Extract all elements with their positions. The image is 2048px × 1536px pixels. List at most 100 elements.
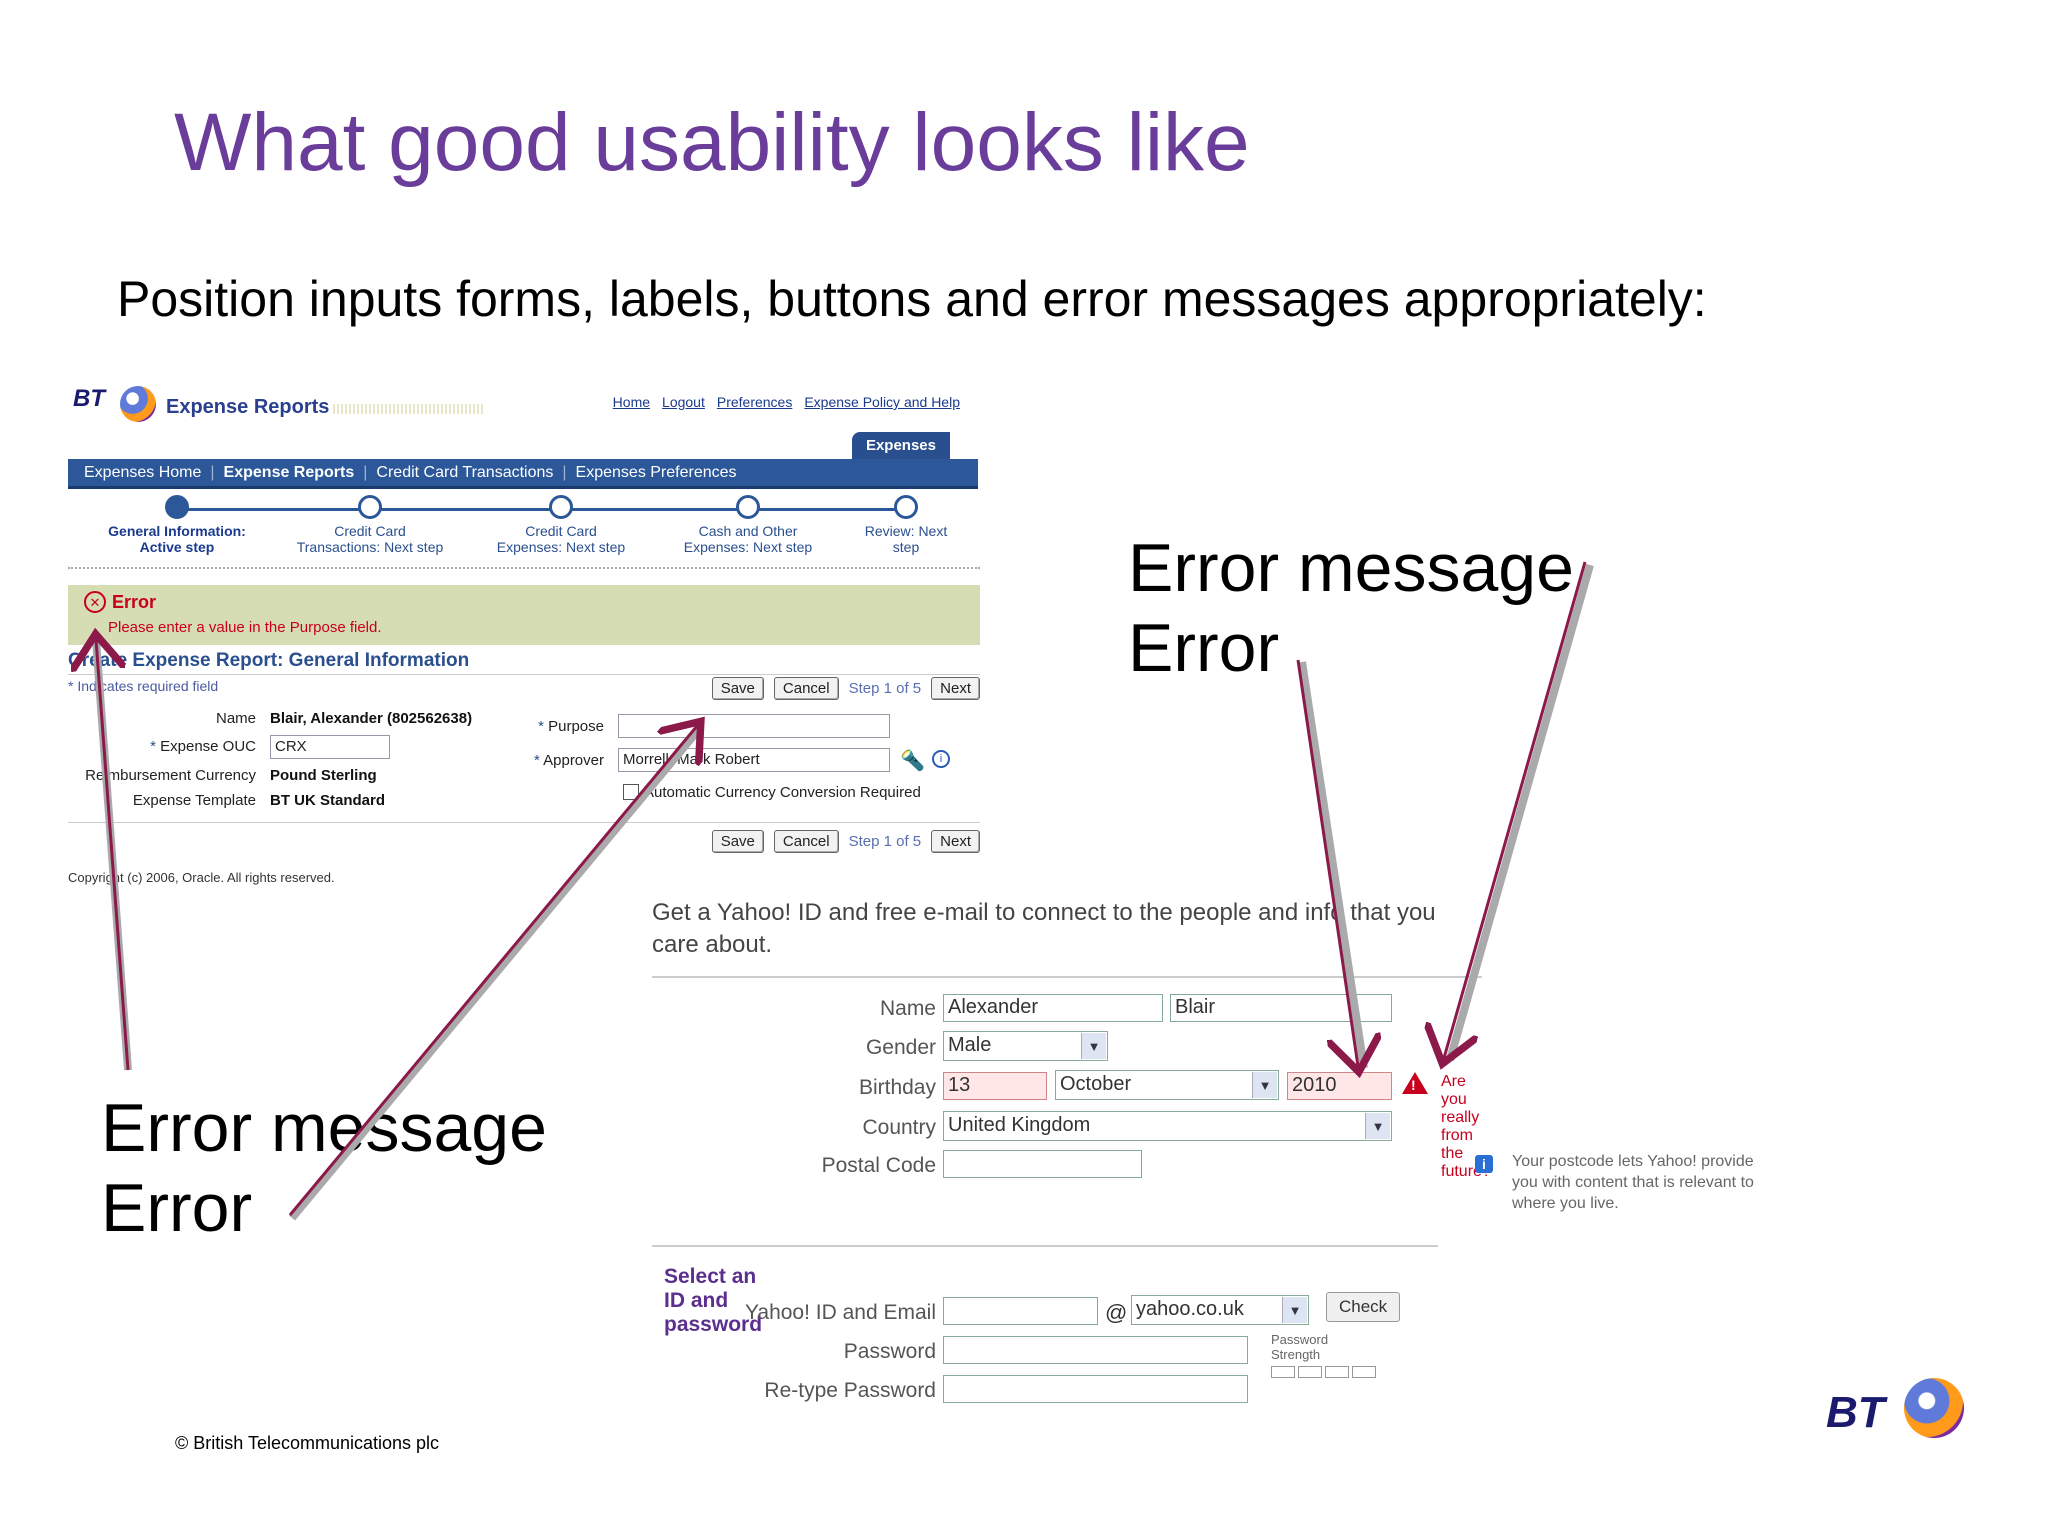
country-value: United Kingdom (948, 1114, 1091, 1136)
nav-expenses-home[interactable]: Expenses Home (84, 463, 202, 481)
train-step-2[interactable]: Credit Card Transactions: Next step (290, 495, 450, 555)
flashlight-search-icon[interactable]: 🔦 (900, 750, 925, 772)
postcode-hint: Your postcode lets Yahoo! provide you wi… (1512, 1153, 1754, 1212)
error-x-icon: ✕ (84, 591, 106, 613)
nav-separator: | (363, 463, 368, 481)
footer-copyright: © British Telecommunications plc (175, 1433, 440, 1453)
nav-separator: | (562, 463, 567, 481)
ouc-label-text: Expense OUC (160, 738, 256, 755)
next-button-bottom[interactable]: Next (931, 830, 980, 853)
save-button-bottom[interactable]: Save (711, 830, 764, 853)
retype-password-label: Re-type Password (764, 1379, 936, 1402)
chevron-down-icon: ▼ (1081, 1033, 1106, 1059)
check-button[interactable]: Check (1326, 1292, 1401, 1322)
ouc-label: * Expense OUC (68, 738, 256, 755)
chevron-down-icon: ▼ (1282, 1297, 1307, 1323)
next-button[interactable]: Next (931, 677, 980, 700)
chevron-down-icon: ▼ (1365, 1113, 1390, 1139)
template-label: Expense Template (132, 792, 256, 809)
global-links: Home Logout Preferences Expense Policy a… (613, 394, 960, 410)
postal-code-label: Postal Code (821, 1154, 936, 1177)
yahoo-id-label: Yahoo! ID and Email (744, 1301, 936, 1324)
required-asterisk: * (150, 738, 161, 755)
first-name-input[interactable]: Alexander (943, 994, 1163, 1022)
nav-expenses-preferences[interactable]: Expenses Preferences (575, 463, 737, 481)
slide-subtitle: Position inputs forms, labels, buttons a… (117, 271, 1707, 327)
month-value: October (1060, 1073, 1132, 1095)
domain-select[interactable]: yahoo.co.uk ▼ (1131, 1295, 1309, 1325)
password-label: Password (843, 1340, 936, 1363)
password-strength-bars (1271, 1366, 1376, 1378)
currency-label: Reimbursement Currency (85, 767, 256, 784)
yahoo-id-input[interactable] (943, 1297, 1098, 1325)
required-asterisk: * (538, 718, 549, 735)
birthday-error-message: Are you really from the future? (1441, 1073, 1491, 1180)
step-indicator-bottom: Step 1 of 5 (848, 833, 922, 850)
step-status: Active step (139, 539, 215, 555)
error-box: ✕ Error Please enter a value in the Purp… (68, 585, 980, 645)
nav-credit-card-transactions[interactable]: Credit Card Transactions (376, 463, 554, 481)
train-line (178, 508, 900, 511)
nav-expense-reports[interactable]: Expense Reports (223, 463, 355, 481)
error-message[interactable]: Please enter a value in the Purpose fiel… (108, 619, 382, 636)
bottom-button-row: Save Cancel Step 1 of 5 Next (711, 830, 980, 853)
warning-icon: ! (1402, 1072, 1428, 1094)
save-button[interactable]: Save (711, 677, 764, 700)
callout-right: Error message Error (1128, 530, 1574, 686)
birthday-day-input[interactable]: 13 (943, 1072, 1047, 1100)
step-status: Expenses: Next step (683, 539, 813, 555)
train-step-4[interactable]: Cash and Other Expenses: Next step (668, 495, 828, 555)
step-label: Credit Card (334, 523, 406, 539)
step-dot (894, 495, 918, 519)
currency-value: Pound Sterling (270, 767, 377, 784)
step-label: Credit Card (525, 523, 597, 539)
birthday-month-select[interactable]: October ▼ (1055, 1070, 1279, 1100)
app-name-decoration (333, 404, 483, 414)
slide-title: What good usability looks like (174, 97, 1250, 188)
step-dot (736, 495, 760, 519)
app-name: Expense Reports (166, 396, 330, 418)
cancel-button-bottom[interactable]: Cancel (773, 830, 839, 853)
approver-label: * Approver (508, 752, 604, 769)
gender-select[interactable]: Male ▼ (943, 1031, 1108, 1061)
retype-password-input[interactable] (943, 1375, 1248, 1403)
link-logout[interactable]: Logout (662, 394, 705, 410)
nav-bar: Expenses Home | Expense Reports | Credit… (68, 459, 978, 489)
bt-corner-logo: BT (1826, 1378, 1976, 1448)
step-label: Review: Next (864, 523, 948, 539)
section-title: Create Expense Report: General Informati… (68, 650, 470, 671)
link-policy-help[interactable]: Expense Policy and Help (804, 394, 960, 410)
divider (68, 567, 980, 569)
country-select[interactable]: United Kingdom ▼ (943, 1111, 1392, 1141)
info-icon[interactable]: i (932, 750, 950, 768)
arrow-left-to-bt-error-line (96, 640, 130, 1071)
auto-currency-checkbox[interactable] (623, 784, 639, 800)
expense-ouc-input[interactable]: CRX (270, 735, 390, 759)
arrow-to-year-shadow (1298, 661, 1368, 1069)
name-label: Name (215, 710, 256, 727)
train-step-5[interactable]: Review: Next step (826, 495, 986, 555)
name-value: Blair, Alexander (802562638) (270, 710, 473, 727)
link-preferences[interactable]: Preferences (716, 394, 793, 410)
error-title: Error (112, 591, 157, 612)
yahoo-divider-2 (652, 1245, 1438, 1247)
nav-separator: | (210, 463, 215, 481)
password-input[interactable] (943, 1336, 1248, 1364)
id-password-section-title: Select an ID and password (664, 1265, 763, 1336)
tab-expenses[interactable]: Expenses (851, 432, 950, 459)
step-train: General Information: Active step Credit … (68, 495, 978, 555)
bt-globe-icon (1904, 1378, 1964, 1438)
info-icon: i (1475, 1155, 1493, 1173)
password-strength-label: Password Strength (1271, 1332, 1329, 1362)
train-step-3[interactable]: Credit Card Expenses: Next step (481, 495, 641, 555)
train-step-1: General Information: Active step (97, 495, 257, 555)
postal-code-input[interactable] (943, 1150, 1142, 1178)
link-home[interactable]: Home (612, 394, 651, 410)
purpose-label: * Purpose (508, 718, 604, 735)
template-value: BT UK Standard (270, 792, 386, 809)
cancel-button[interactable]: Cancel (773, 677, 839, 700)
step-label: General Information: (108, 523, 246, 539)
birthday-label: Birthday (858, 1076, 936, 1099)
arrow-to-year (1296, 659, 1358, 1066)
